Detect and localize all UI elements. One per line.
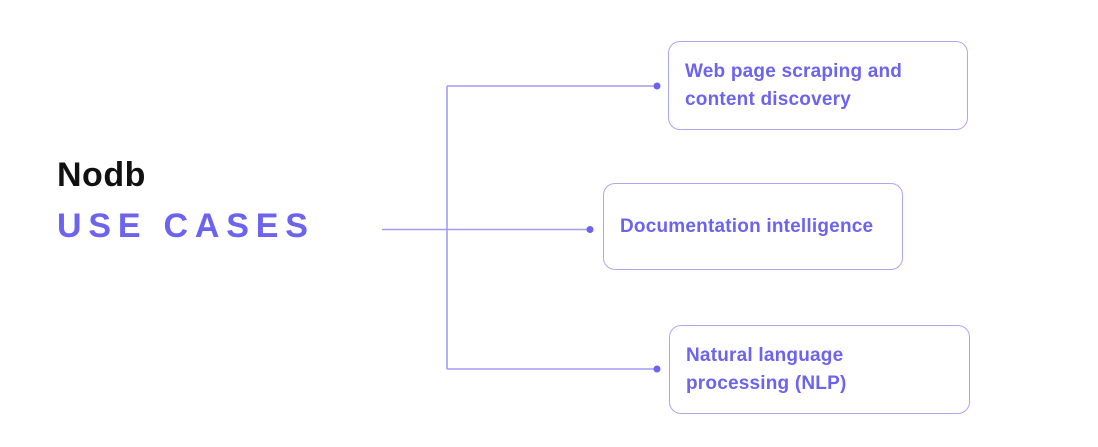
- diagram-title: Nodb: [57, 156, 146, 194]
- node-label: Documentation intelligence: [620, 215, 874, 237]
- use-case-node-documentation-intelligence: Documentation intelligence: [603, 183, 903, 270]
- node-label: Natural language processing (NLP): [686, 344, 847, 394]
- connector-dot-top: [653, 82, 661, 90]
- use-case-node-web-scraping: Web page scraping and content discovery: [668, 41, 968, 130]
- use-case-node-nlp: Natural language processing (NLP): [669, 325, 970, 414]
- connector-dot-middle: [586, 226, 594, 233]
- connector-dot-bottom: [653, 365, 661, 373]
- node-label: Web page scraping and content discovery: [685, 60, 903, 110]
- diagram-subtitle: USE CASES: [57, 207, 315, 245]
- title-block: Nodb USE CASES: [57, 150, 315, 252]
